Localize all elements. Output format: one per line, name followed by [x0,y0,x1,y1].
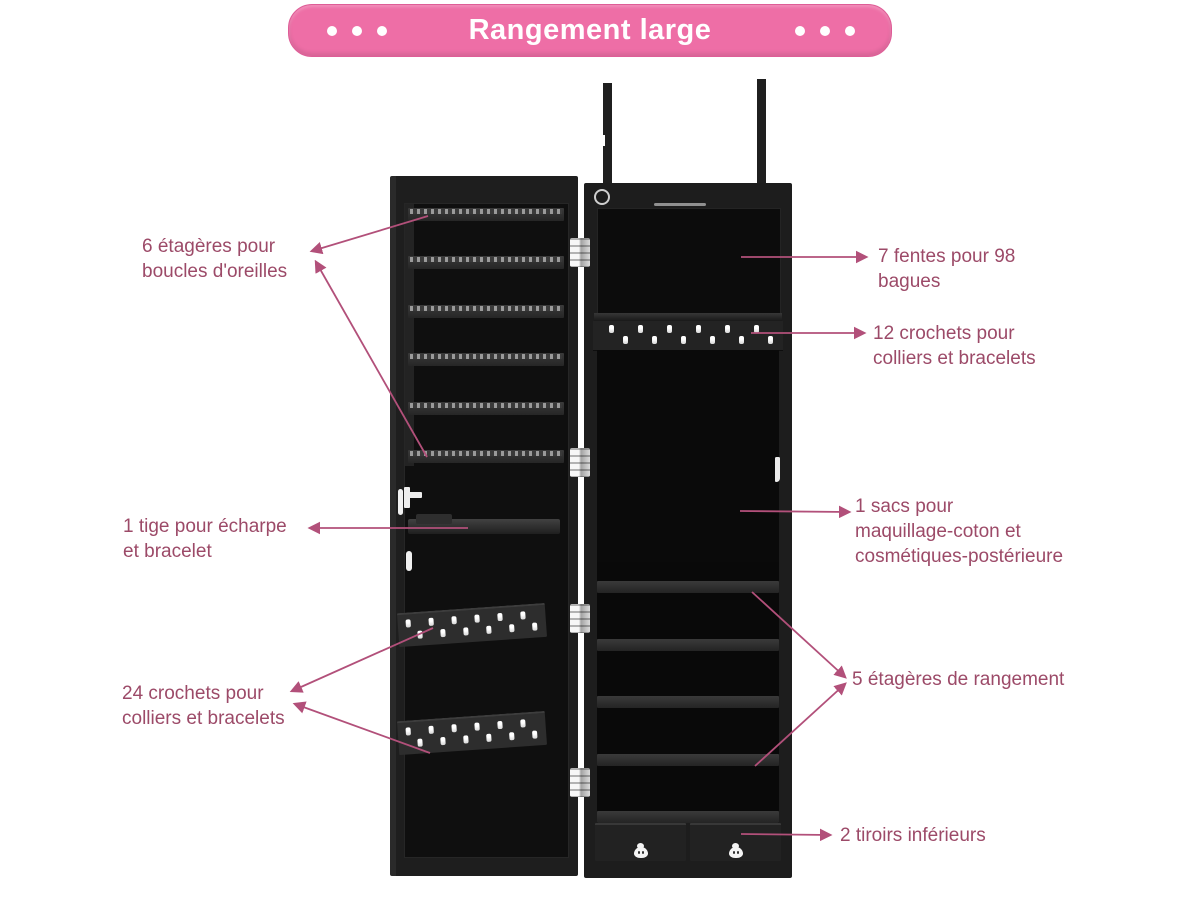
earring-shelf [408,401,564,415]
hook [710,336,715,344]
drawer [690,823,781,861]
title-banner: Rangement large [288,4,892,57]
hook [725,325,730,333]
earring-shelf [408,256,564,270]
hook [428,617,434,627]
storage-shelves-area [597,562,779,823]
hinge [570,448,590,477]
drawer-knob [728,843,743,858]
hanging-hook-right [757,79,766,184]
door-latch [775,457,780,482]
label-necklace-hooks: 12 crochets pour colliers et bracelets [873,323,1036,369]
hook [440,628,446,638]
label-door-hooks: 24 crochets pour colliers et bracelets [122,683,285,729]
hook [623,336,628,344]
banner-dot [820,26,830,36]
hinge [570,604,590,633]
label-ring-slots: 7 fentes pour 98 bagues [878,246,1016,292]
earring-shelf [408,208,564,221]
hook [474,722,480,731]
earring-shelf [408,304,564,318]
storage-shelf [597,696,779,708]
hook [531,730,538,739]
door-side-rail [405,204,414,466]
hook [739,336,744,344]
hook [696,325,701,333]
necklace-hook-bar [593,321,783,351]
hook [497,720,503,730]
hook [638,325,643,333]
door-mount-slot [398,489,403,515]
earring-shelf [408,450,564,463]
hook [486,625,492,634]
hook [497,612,503,622]
lock-indicator [594,189,610,205]
banner-dot [845,26,855,36]
hook [652,336,657,344]
hook [681,336,686,344]
hook [451,616,457,625]
label-drawers: 2 tiroirs inférieurs [840,825,986,846]
hook [609,325,614,333]
cosmetic-bag-section [597,350,779,562]
hook [417,738,423,747]
cabinet-open-door [390,176,578,876]
hanging-hook-left [602,83,612,184]
ring-storage-section [597,208,781,315]
hinge [570,768,590,797]
hook [417,630,423,639]
storage-shelf [597,811,779,823]
hook [531,622,538,631]
hook [520,719,526,728]
drawer [595,823,686,861]
hook [463,627,469,636]
banner-dot [327,26,337,36]
hook [463,735,469,744]
label-earring-shelves: 6 étagères pour boucles d'oreilles [142,236,288,282]
hook [667,325,672,333]
banner-title: Rangement large [468,14,712,46]
storage-shelf [597,581,779,593]
door-handle [404,487,422,508]
label-cosmetic-bag: 1 sacs pour maquillage-coton et cosmétiq… [855,496,1064,567]
hinge [570,238,590,267]
banner-dot [795,26,805,36]
hook [428,725,434,735]
hook [451,724,457,733]
shelf-divider [594,313,782,321]
hook [474,614,480,623]
hook [520,611,526,620]
hook [754,325,759,333]
hook [405,727,412,736]
top-slot [654,203,706,206]
label-scarf-rod: 1 tige pour écharpe et bracelet [123,516,287,562]
banner-dot [377,26,387,36]
banner-dot [352,26,362,36]
hook [486,733,492,742]
bottom-drawers [595,823,781,861]
drawer-knob [633,843,648,858]
door-mount-slot [406,551,412,571]
hook [509,732,515,741]
hook [509,624,515,633]
label-storage-shelves: 5 étagères de rangement [852,669,1065,690]
hook [440,736,446,746]
hook [405,619,412,628]
earring-shelf [408,353,564,367]
scarf-rod [408,514,560,534]
storage-shelf [597,753,779,766]
cabinet-body [584,183,792,878]
hook [768,336,773,344]
storage-shelf [597,638,779,651]
